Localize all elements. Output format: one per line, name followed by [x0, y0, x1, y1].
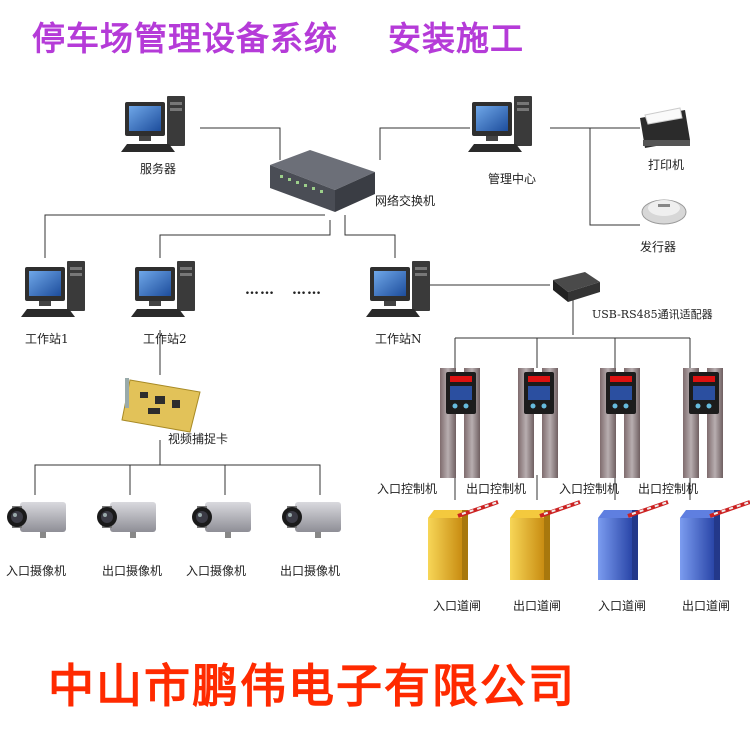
camera-label-2: 出口摄像机: [102, 564, 163, 578]
camera-label-3: 入口摄像机: [186, 564, 247, 578]
workstationN-computer-icon: [366, 261, 430, 317]
barrier-gate-icon-4: [678, 500, 750, 582]
company-name: 中山市鹏伟电子有限公司: [48, 659, 576, 713]
card-issuer-icon: [641, 199, 687, 225]
gate-label-4: 出口道闸: [682, 599, 731, 613]
camera-label-4: 出口摄像机: [280, 564, 341, 578]
video-card-label: 视频捕捉卡: [168, 432, 229, 446]
server-label: 服务器: [140, 162, 177, 176]
camera-icon-4: [282, 502, 341, 538]
barrier-gate-icon-3: [596, 500, 670, 582]
server-computer-icon: [121, 96, 185, 152]
workstation2-computer-icon: [131, 261, 195, 317]
gate-label-3: 入口道闸: [598, 599, 647, 613]
camera-label-1: 入口摄像机: [6, 564, 67, 578]
workstation1-label: 工作站1: [25, 332, 69, 346]
controller-label-1: 入口控制机: [377, 482, 438, 496]
gate-label-1: 入口道闸: [433, 599, 482, 613]
controller-kiosk-icon-4: [683, 368, 723, 478]
switch-label: 网络交换机: [375, 194, 436, 208]
video-capture-card-icon: [121, 378, 201, 433]
controller-kiosk-icon-1: [440, 368, 480, 478]
workstation1-computer-icon: [21, 261, 85, 317]
camera-icon-1: [7, 502, 66, 538]
controller-label-4: 出口控制机: [638, 482, 699, 496]
connection-lines: [34, 127, 691, 500]
workstation2-label: 工作站2: [143, 332, 187, 346]
issuer-label: 发行器: [640, 240, 677, 254]
controller-kiosk-icon-3: [600, 368, 640, 478]
management-center-computer-icon: [468, 96, 532, 152]
network-switch-icon: [270, 150, 375, 212]
ellipsis-2: ……: [292, 282, 322, 298]
barrier-gate-icon-1: [426, 500, 500, 582]
usb-rs485-adapter-icon: [553, 272, 600, 302]
printer-label: 打印机: [648, 158, 685, 172]
controller-label-3: 入口控制机: [559, 482, 620, 496]
camera-icon-3: [192, 502, 251, 538]
printer-icon: [640, 107, 690, 148]
management-center-label: 管理中心: [488, 172, 537, 186]
ellipsis-1: ……: [245, 282, 275, 298]
controller-kiosk-icon-2: [518, 368, 558, 478]
camera-icon-2: [97, 502, 156, 538]
barrier-gate-icon-2: [508, 500, 582, 582]
adapter-label: USB-RS485通讯适配器: [592, 308, 713, 321]
gate-label-2: 出口道闸: [513, 599, 562, 613]
controller-label-2: 出口控制机: [466, 482, 527, 496]
workstationN-label: 工作站N: [375, 332, 422, 346]
diagram-title: 停车场管理设备系统 安装施工: [32, 19, 524, 58]
